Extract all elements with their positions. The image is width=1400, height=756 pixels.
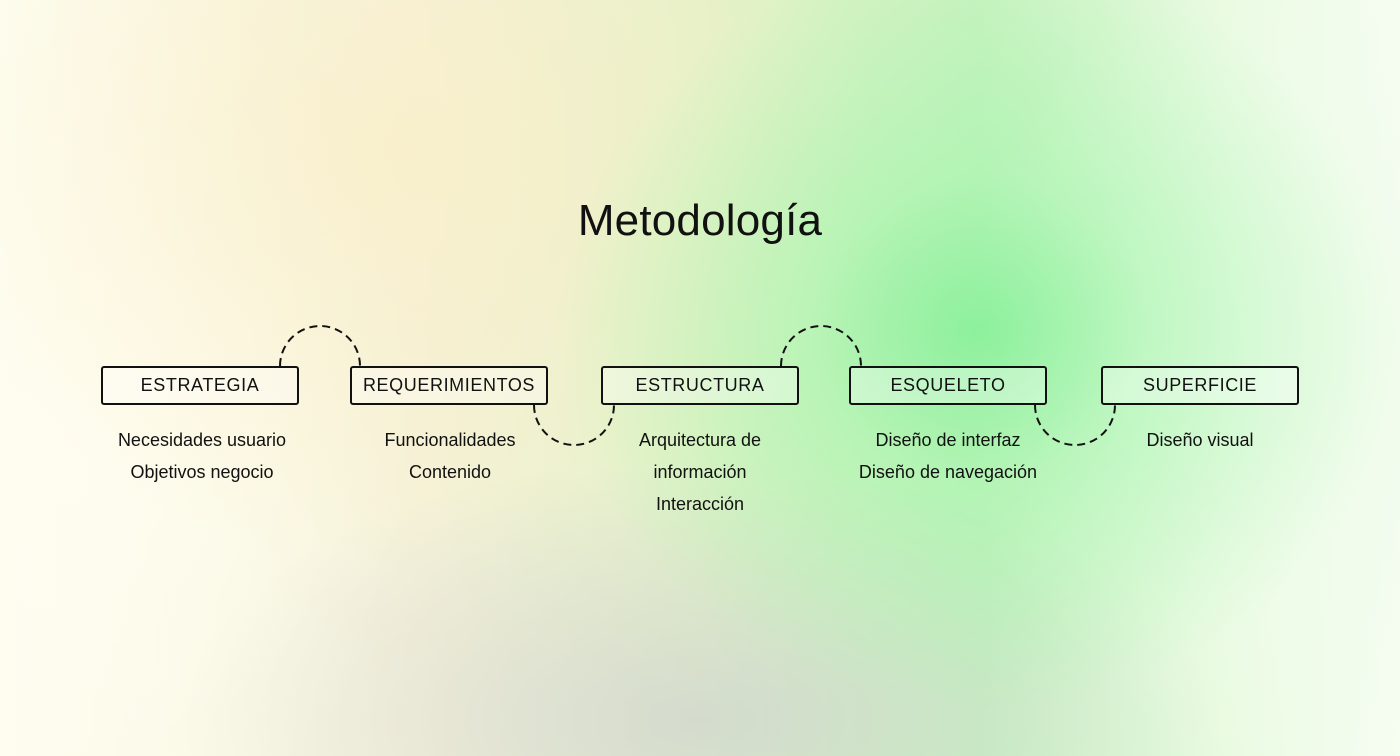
page-title: Metodología xyxy=(577,196,823,245)
stage-label: ESTRATEGIA xyxy=(140,375,260,395)
description-line: Arquitectura de xyxy=(638,430,762,450)
stage-description-superficie: Diseño visual xyxy=(1080,424,1320,456)
description-line: información xyxy=(653,462,747,482)
description-line: Diseño de interfaz xyxy=(875,430,1021,450)
stage-label: ESTRUCTURA xyxy=(635,375,765,395)
description-line: Necesidades usuario xyxy=(117,430,287,450)
description-line: Diseño de navegación xyxy=(858,462,1038,482)
description-line: Contenido xyxy=(408,462,492,482)
stage-estrategia: ESTRATEGIA xyxy=(101,366,299,405)
description-line: Interacción xyxy=(655,494,745,514)
description-line: Objetivos negocio xyxy=(130,462,274,482)
stage-label: SUPERFICIE xyxy=(1142,375,1258,395)
description-line: Funcionalidades xyxy=(384,430,516,450)
stage-estructura: ESTRUCTURA xyxy=(601,366,799,405)
description-line: Diseño visual xyxy=(1146,430,1254,450)
stage-superficie: SUPERFICIE xyxy=(1101,366,1299,405)
stage-label: REQUERIMIENTOS xyxy=(362,375,536,395)
stage-description-esqueleto: Diseño de interfaz Diseño de navegación xyxy=(828,424,1068,488)
stage-description-estructura: Arquitectura de información Interacción xyxy=(580,424,820,520)
stage-description-requerimientos: Funcionalidades Contenido xyxy=(330,424,570,488)
stage-esqueleto: ESQUELETO xyxy=(849,366,1047,405)
stage-requerimientos: REQUERIMIENTOS xyxy=(350,366,548,405)
stage-label: ESQUELETO xyxy=(890,375,1006,395)
stage-description-estrategia: Necesidades usuario Objetivos negocio xyxy=(82,424,322,488)
